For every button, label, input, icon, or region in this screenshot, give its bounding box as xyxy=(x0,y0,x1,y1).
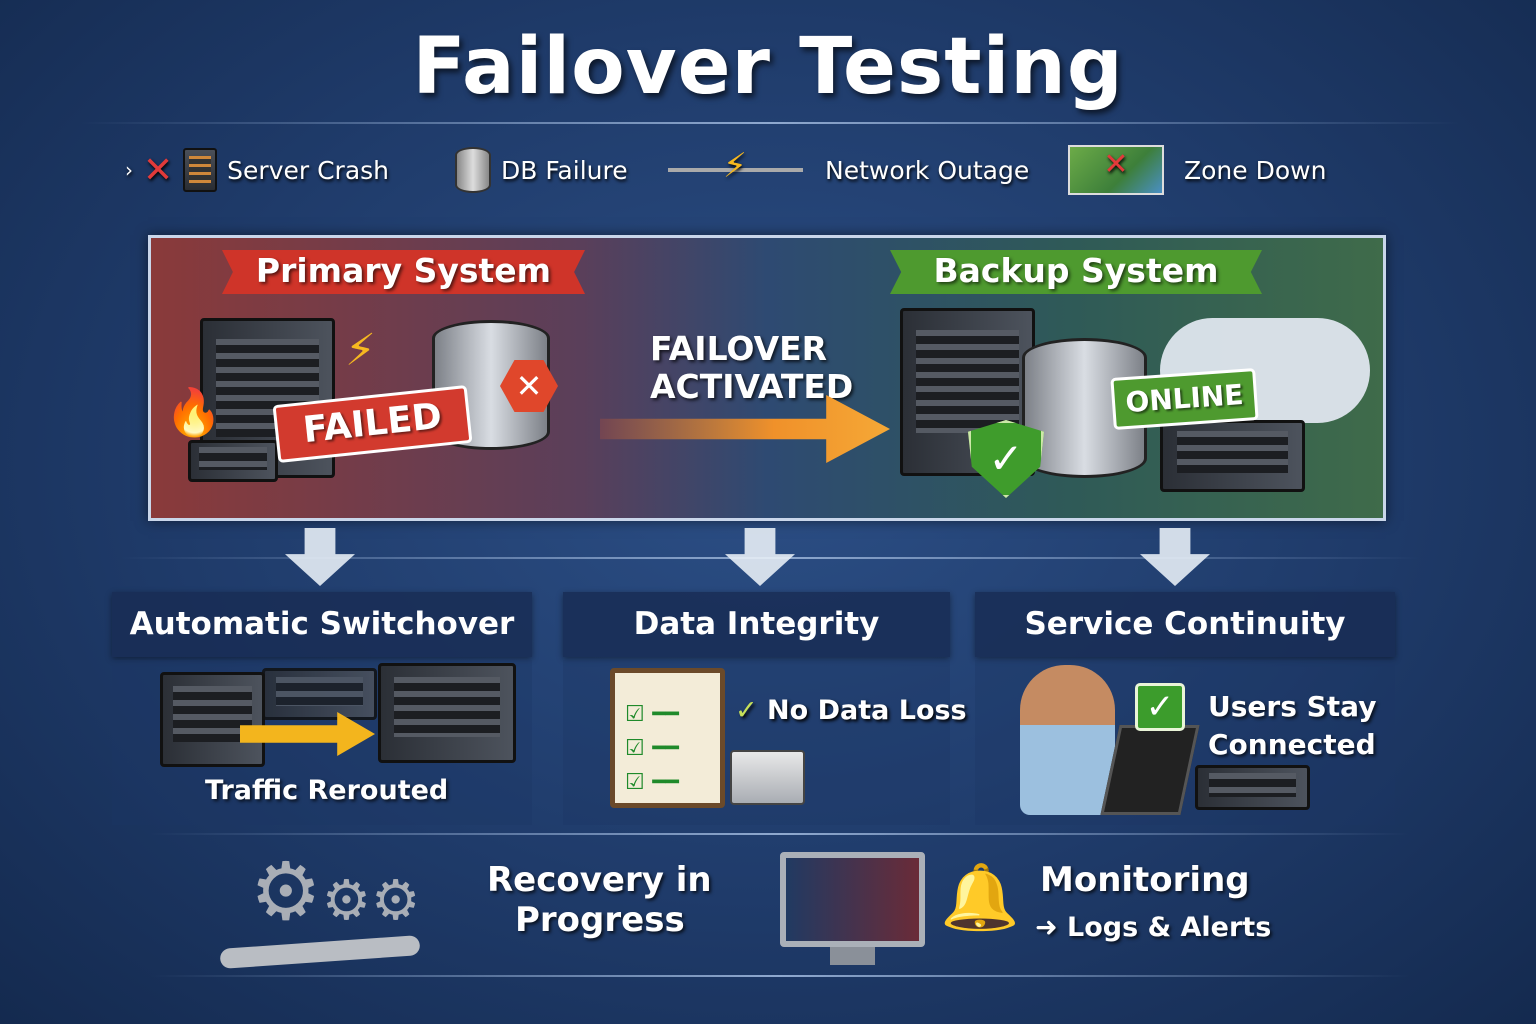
divider xyxy=(80,122,1460,124)
failover-activated-text: FAILOVER ACTIVATED xyxy=(650,330,853,406)
logs-alerts-text: ➜ Logs & Alerts xyxy=(1035,912,1271,943)
source-server-icon xyxy=(160,672,265,767)
fire-icon: 🔥 xyxy=(165,385,223,439)
caption-line1: Users Stay xyxy=(1208,690,1377,723)
monitoring-title: Monitoring xyxy=(1040,860,1250,900)
zone-down-icon: ✕ xyxy=(1068,145,1164,195)
wrench-icon xyxy=(219,935,421,969)
recovery-line2: Progress xyxy=(515,900,685,940)
monitor-chart-icon xyxy=(780,852,925,947)
checkbox-checked-icon: ✓ xyxy=(1135,683,1185,731)
switch-icon xyxy=(262,668,377,720)
panel-service-continuity-title: Service Continuity xyxy=(975,592,1395,657)
traffic-rerouted-text: Traffic Rerouted xyxy=(205,775,449,806)
legend-network-outage: ⚡ Network Outage xyxy=(668,146,1030,190)
divider xyxy=(150,833,1410,835)
panel-data-integrity-title: Data Integrity xyxy=(563,592,950,657)
panel-automatic-switchover-title: Automatic Switchover xyxy=(112,592,532,657)
x-icon: ✕ xyxy=(143,149,174,191)
server-crash-icon xyxy=(183,148,218,192)
failover-line2: ACTIVATED xyxy=(650,367,854,406)
check-icon: ✓ xyxy=(735,695,758,726)
user-person-icon xyxy=(1020,665,1115,815)
primary-system-banner: Primary System xyxy=(222,250,585,294)
lightning-icon: ⚡ xyxy=(345,325,376,376)
chevron-right-icon: › xyxy=(125,158,133,182)
legend-db-failure: DB Failure xyxy=(455,147,628,193)
legend-zone-down: ✕ Zone Down xyxy=(1068,145,1327,195)
db-failure-icon xyxy=(455,147,491,193)
target-server-icon xyxy=(378,663,516,763)
online-label: ONLINE xyxy=(1110,368,1259,430)
page-title: Failover Testing xyxy=(412,22,1124,112)
legend-label: Zone Down xyxy=(1184,155,1327,185)
logs-alerts-label: Logs & Alerts xyxy=(1067,912,1272,943)
legend-label: DB Failure xyxy=(501,155,628,185)
divider xyxy=(150,975,1410,977)
legend-label: Server Crash xyxy=(227,155,390,185)
recovery-in-progress-text: Recovery in Progress xyxy=(487,860,712,940)
shield-check-icon: ✓ xyxy=(968,420,1044,498)
modem-icon xyxy=(1195,765,1310,810)
arrow-down-icon xyxy=(1140,528,1210,586)
checklist-clipboard-icon: ☑ ━━☑ ━━☑ ━━ xyxy=(610,668,725,808)
arrow-right-icon: ➜ xyxy=(1035,912,1058,943)
arrow-down-icon xyxy=(285,528,355,586)
caption-line2: Connected xyxy=(1208,728,1376,761)
gears-icon: ⚙⚙⚙ xyxy=(250,845,421,938)
storage-drive-icon xyxy=(730,750,805,805)
bell-alert-icon: 🔔 xyxy=(940,861,1020,935)
no-data-loss-label: No Data Loss xyxy=(767,695,967,726)
network-outage-icon: ⚡ xyxy=(668,146,803,186)
backup-appliance-icon xyxy=(1160,420,1305,492)
router-icon xyxy=(188,440,278,482)
monitor-stand xyxy=(830,947,875,965)
backup-server-icon xyxy=(900,308,1035,476)
legend-label: Network Outage xyxy=(825,155,1030,185)
arrow-down-icon xyxy=(725,528,795,586)
legend-server-crash: › ✕ Server Crash xyxy=(125,148,390,192)
backup-system-banner: Backup System xyxy=(890,250,1262,294)
failover-line1: FAILOVER xyxy=(650,329,828,368)
users-stay-connected-text: Users Stay Connected xyxy=(1208,688,1376,764)
recovery-line1: Recovery in xyxy=(487,860,712,900)
no-data-loss-text: ✓ No Data Loss xyxy=(735,695,967,726)
